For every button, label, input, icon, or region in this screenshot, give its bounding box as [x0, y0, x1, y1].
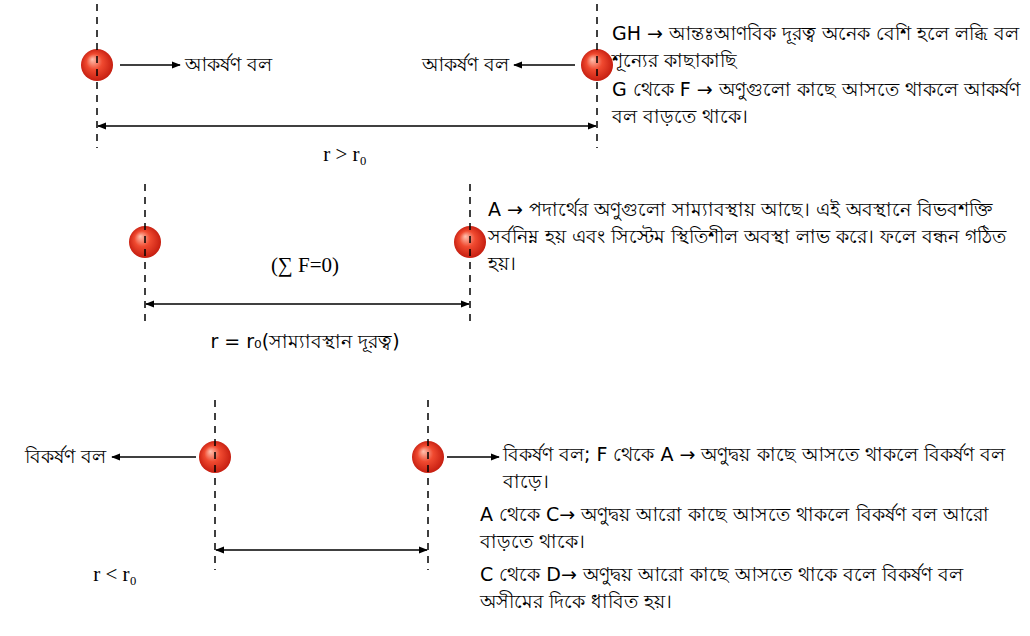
note-text: G থেকে F → অণুগুলো কাছে আসতে থাকলে আকর্ষ… — [612, 76, 1024, 130]
distance-label: r > r₀ — [323, 140, 367, 170]
dashed-axis — [96, 4, 98, 148]
distance-label: r < r₀ — [93, 560, 137, 590]
dimension-line — [146, 303, 469, 305]
molecule — [81, 49, 113, 81]
note-text: A থেকে C→ অণুদ্বয় আরো কাছে আসতে থাকলে ব… — [480, 501, 1024, 555]
note-text: C থেকে D→ অণুদ্বয় আরো কাছে আসতে থাকে বল… — [480, 561, 1024, 615]
note-text: A → পদার্থের অণুগুলো সাম্যাবস্থায় আছে। … — [488, 196, 1024, 277]
force-label: বিকর্ষণ বল — [25, 443, 106, 470]
force-sum-label: (∑ F=0) — [271, 251, 339, 281]
molecule — [581, 49, 613, 81]
force-label: আকর্ষণ বল — [185, 51, 272, 78]
dashed-axis — [469, 184, 471, 322]
note-text: GH → আন্তঃআণবিক দূরত্ব অনেক বেশি হলে লব্… — [612, 20, 1024, 74]
distance-label: r = r₀(সাম্যাবস্থান দূরত্ব) — [210, 328, 399, 355]
dashed-axis — [214, 400, 216, 570]
note-text: বিকর্ষণ বল; F থেকে A → অণুদ্বয় কাছে আসত… — [503, 441, 1023, 495]
attraction-row — [81, 4, 613, 148]
force-arrow — [120, 64, 180, 66]
force-arrow — [447, 456, 499, 458]
force-label: আকর্ষণ বল — [422, 51, 509, 78]
dimension-line — [98, 125, 596, 127]
force-arrow — [514, 64, 575, 66]
dashed-axis — [427, 400, 429, 570]
equilibrium-row — [129, 184, 486, 322]
force-arrow — [112, 456, 196, 458]
repulsion-row — [112, 400, 499, 570]
dimension-line — [216, 549, 427, 551]
dashed-axis — [596, 4, 598, 148]
dashed-axis — [144, 184, 146, 322]
